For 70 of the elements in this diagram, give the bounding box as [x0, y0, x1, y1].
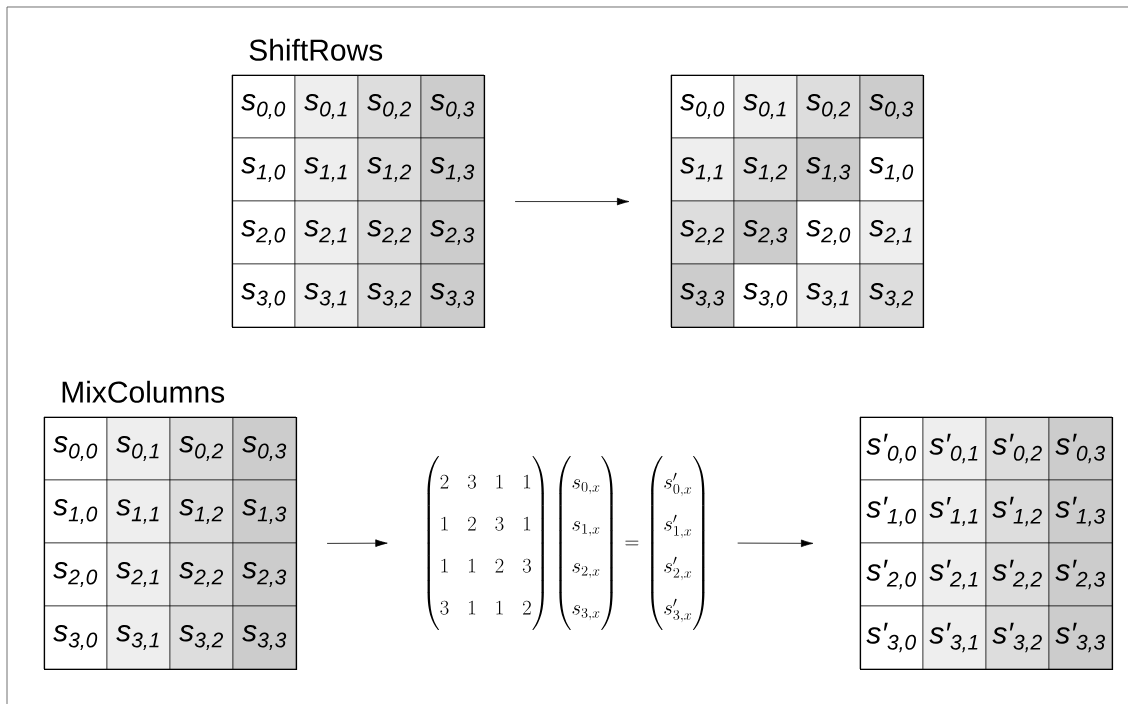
grid-cell: s$_{2,3}$: [420, 200, 485, 265]
grid-cell: s$_{0,2}$: [796, 74, 861, 139]
grid-cell: s$_{0,1}$: [733, 74, 798, 139]
grid-cell: s′$_{2,3}$: [1048, 542, 1113, 607]
grid-cell: s$_{1,2}$: [357, 137, 422, 202]
grid-cell: s′$_{3,1}$: [922, 605, 987, 670]
grid-cell: s$_{3,0}$: [43, 605, 108, 670]
grid-cell: s$_{1,0}$: [231, 137, 296, 202]
grid-cell: s′$_{0,1}$: [922, 416, 987, 481]
grid-cell: s′$_{1,0}$: [859, 479, 924, 544]
grid-cell: s$_{1,0}$: [43, 479, 108, 544]
arrow: [326, 539, 388, 547]
grid-cell: s$_{3,2}$: [169, 605, 234, 670]
grid-cell: s$_{0,3}$: [859, 74, 924, 139]
grid-cell: s$_{2,2}$: [357, 200, 422, 265]
grid-cell: s′$_{1,1}$: [922, 479, 987, 544]
grid-cell: s′$_{2,1}$: [922, 542, 987, 607]
grid-cell: s$_{1,3}$: [796, 137, 861, 202]
grid-cell: s$_{0,3}$: [420, 74, 485, 139]
grid-cell: s$_{2,0}$: [231, 200, 296, 265]
grid-cell: s$_{3,0}$: [231, 263, 296, 328]
grid-cell: s$_{2,0}$: [43, 542, 108, 607]
grid-cell: s$_{2,1}$: [106, 542, 171, 607]
grid-cell: s′$_{1,2}$: [985, 479, 1050, 544]
grid-cell: s′$_{0,2}$: [985, 416, 1050, 481]
grid-cell: s$_{3,1}$: [796, 263, 861, 328]
grid-cell: s$_{2,1}$: [294, 200, 359, 265]
grid-cell: s$_{3,3}$: [232, 605, 297, 670]
grid-cell: s$_{0,1}$: [106, 416, 171, 481]
grid-cell: s$_{1,0}$: [859, 137, 924, 202]
grid-cell: s$_{1,1}$: [294, 137, 359, 202]
matrix-equation: $\begin{pmatrix}2&3&1&1\\1&2&3&1\\1&1&2&3\\3&1&1&2\end{pmatrix}\begin{pmatrix}s_{0,x}\\s_{1,x}\\s_{2,x}\\s_{3,x}\end{pmatrix}=\begin{pmatrix}s'_{0,x}\\s'_{1,x}\\s'_{2,x}\\s'_{3,x}\end{pmatrix}$: [427, 455, 705, 631]
grid-box: [860, 417, 1114, 671]
grid-cell: s′$_{0,3}$: [1048, 416, 1113, 481]
grid-cell: s$_{1,2}$: [169, 479, 234, 544]
grid-cell: s$_{0,2}$: [357, 74, 422, 139]
grid-cell: s$_{2,3}$: [733, 200, 798, 265]
grid-cell: s$_{1,1}$: [670, 137, 735, 202]
grid-cell: s$_{2,2}$: [169, 542, 234, 607]
grid-cell: s′$_{3,0}$: [859, 605, 924, 670]
grid-cell: s$_{1,1}$: [106, 479, 171, 544]
grid-cell: s$_{1,3}$: [232, 479, 297, 544]
grid-cell: s$_{0,2}$: [169, 416, 234, 481]
grid-cell: s′$_{0,0}$: [859, 416, 924, 481]
grid-cell: s$_{1,2}$: [733, 137, 798, 202]
grid-cell: s$_{3,0}$: [733, 263, 798, 328]
heading: MixColumns: [62, 380, 225, 403]
grid-cell: s$_{2,2}$: [670, 200, 735, 265]
grid-cell: s$_{3,1}$: [294, 263, 359, 328]
grid-cell: s′$_{3,3}$: [1048, 605, 1113, 670]
grid-cell: s$_{3,2}$: [859, 263, 924, 328]
arrow: [737, 539, 814, 548]
grid-cell: s$_{0,0}$: [43, 416, 108, 481]
grid-cell: s$_{2,3}$: [232, 542, 297, 607]
arrow: [514, 197, 630, 206]
grid-box: [671, 75, 925, 329]
heading: ShiftRows: [249, 38, 383, 61]
grid-cell: s′$_{2,0}$: [859, 542, 924, 607]
grid-cell: s$_{0,3}$: [232, 416, 297, 481]
grid-cell: s′$_{3,2}$: [985, 605, 1050, 670]
grid-cell: s$_{3,2}$: [357, 263, 422, 328]
grid-cell: s′$_{2,2}$: [985, 542, 1050, 607]
grid-cell: s′$_{1,3}$: [1048, 479, 1113, 544]
grid-cell: s$_{0,1}$: [294, 74, 359, 139]
grid-cell: s$_{3,3}$: [420, 263, 485, 328]
grid-cell: s$_{2,0}$: [796, 200, 861, 265]
grid-cell: s$_{3,1}$: [106, 605, 171, 670]
grid-cell: s$_{2,1}$: [859, 200, 924, 265]
grid-cell: s$_{3,3}$: [670, 263, 735, 328]
grid-cell: s$_{1,3}$: [420, 137, 485, 202]
